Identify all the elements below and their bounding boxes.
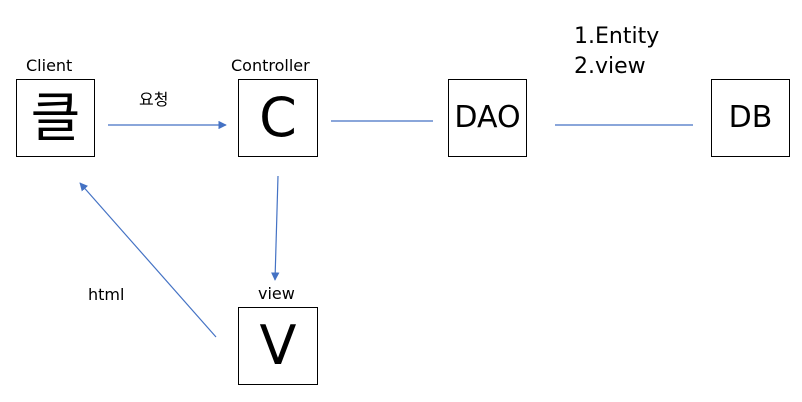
controller-title: Controller: [231, 56, 310, 75]
controller-view-arrow: [271, 175, 280, 281]
dao-glyph: DAO: [454, 100, 521, 135]
response-label: html: [88, 285, 125, 304]
controller-box: C: [238, 79, 318, 157]
client-glyph: 클: [30, 86, 81, 149]
view-title: view: [258, 284, 295, 303]
db-box: DB: [711, 79, 790, 157]
controller-glyph: C: [259, 86, 297, 149]
dao-box: DAO: [448, 79, 527, 157]
request-label: 요청: [139, 90, 169, 109]
db-glyph: DB: [728, 100, 773, 135]
view-glyph: V: [259, 314, 297, 377]
client-title: Client: [26, 56, 73, 75]
response-arrow: [79, 182, 217, 338]
view-box: V: [238, 307, 318, 385]
note-view: 2.view: [574, 54, 646, 79]
client-box: 클: [16, 79, 95, 157]
note-entity: 1.Entity: [574, 24, 660, 49]
